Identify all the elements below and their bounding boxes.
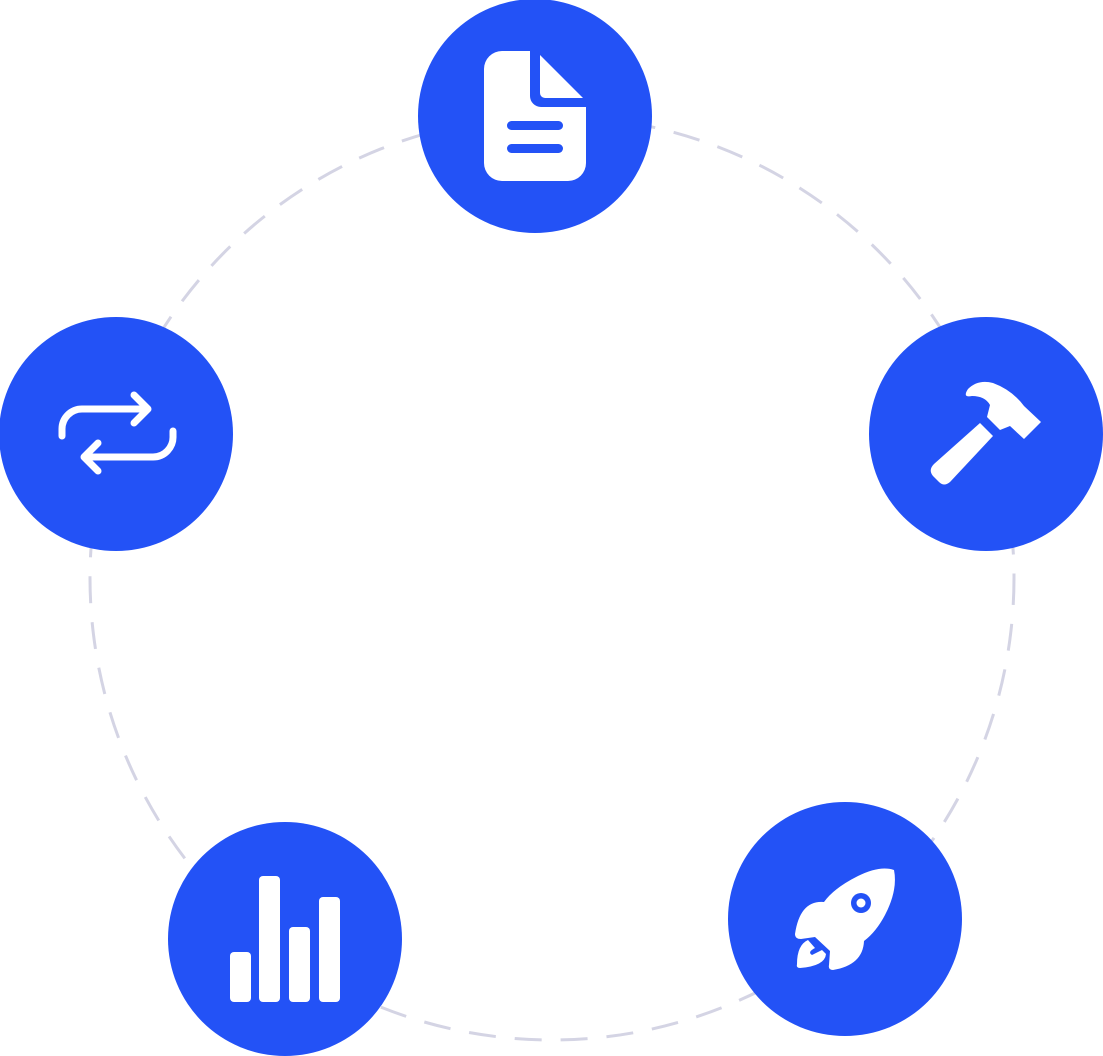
stage-node-analytics[interactable] xyxy=(168,822,402,1056)
stage-circle-analytics[interactable] xyxy=(168,822,402,1056)
rocket-icon xyxy=(795,868,895,970)
stage-node-launch[interactable] xyxy=(728,802,962,1036)
swap-arrows-icon xyxy=(58,391,177,475)
stage-circle-iterate[interactable] xyxy=(0,317,233,551)
stage-node-document[interactable] xyxy=(418,0,652,233)
bar-chart-icon xyxy=(230,876,340,1002)
stage-node-build[interactable] xyxy=(869,317,1103,551)
document-icon xyxy=(484,51,586,181)
stage-node-iterate[interactable] xyxy=(0,317,233,551)
hammer-icon xyxy=(930,381,1041,485)
